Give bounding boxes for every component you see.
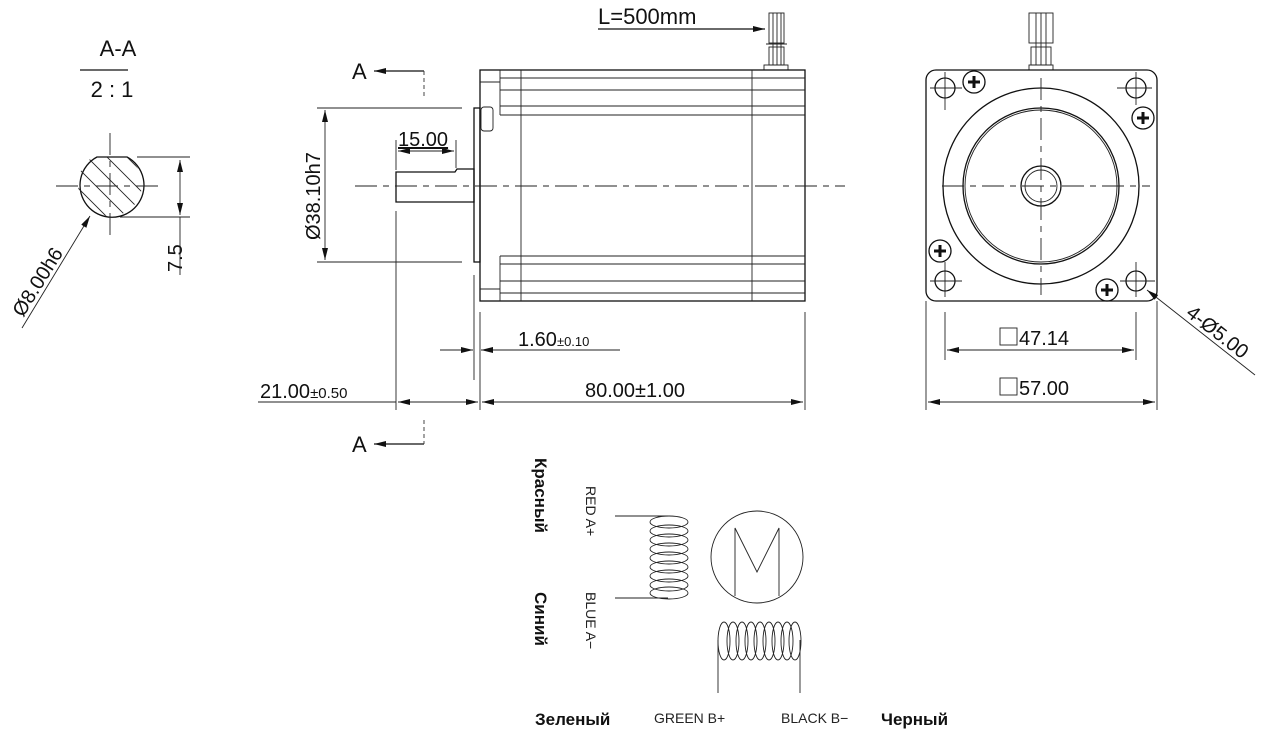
motor-symbol-m bbox=[734, 527, 780, 596]
label-black-ru: Черный bbox=[881, 710, 948, 729]
flange bbox=[473, 107, 481, 263]
pilot-diameter-dim: Ø38.10h7 bbox=[303, 152, 325, 240]
section-title: A-A bbox=[100, 36, 137, 61]
cable-length: L=500mm bbox=[598, 4, 696, 29]
coil-a bbox=[649, 515, 689, 600]
label-red-a-plus: RED A+ bbox=[583, 486, 599, 536]
section-mark-top: A bbox=[352, 59, 367, 84]
label-green-ru: Зеленый bbox=[535, 710, 610, 729]
label-black-b-minus: BLACK B− bbox=[781, 710, 848, 726]
section-view: A-A 2 : 1 7.5 Ø8.00h6 bbox=[9, 36, 190, 329]
mounting-holes-dim: 4-Ø5.00 bbox=[1182, 302, 1252, 364]
flange-thickness-dim: 1.60±0.10 bbox=[518, 329, 589, 351]
label-red-ru: Красный bbox=[531, 458, 550, 533]
screws bbox=[928, 70, 1155, 302]
cable bbox=[763, 12, 789, 71]
body-length-dim: 80.00±1.00 bbox=[585, 380, 685, 402]
section-mark-bottom: A bbox=[352, 432, 367, 457]
frame-size-dim: 57.00 bbox=[1019, 378, 1069, 400]
shaft-diameter: Ø8.00h6 bbox=[9, 244, 68, 321]
hole-spacing-dim: 47.14 bbox=[1019, 328, 1069, 350]
shaft bbox=[395, 168, 475, 203]
front-flange bbox=[925, 69, 1158, 302]
side-view: L=500mm A A 15.00 bbox=[258, 4, 845, 457]
section-scale: 2 : 1 bbox=[91, 77, 134, 102]
shaft-extension-dim: 21.00±0.50 bbox=[260, 381, 348, 403]
flat-dimension: 7.5 bbox=[165, 244, 187, 272]
label-blue-a-minus: BLUE A− bbox=[583, 592, 599, 649]
coil-b bbox=[717, 621, 802, 661]
wiring-diagram: Красный Синий RED A+ BLUE A− Зеленый GRE… bbox=[531, 458, 948, 729]
label-green-b-plus: GREEN B+ bbox=[654, 710, 725, 726]
label-blue-ru: Синий bbox=[531, 592, 550, 646]
shaft-length-dim: 15.00 bbox=[398, 129, 448, 151]
motor-body bbox=[479, 69, 806, 302]
front-view: 47.14 57.00 4-Ø5.00 bbox=[925, 12, 1256, 410]
motor-symbol bbox=[710, 510, 804, 604]
shaft-section bbox=[79, 156, 145, 218]
